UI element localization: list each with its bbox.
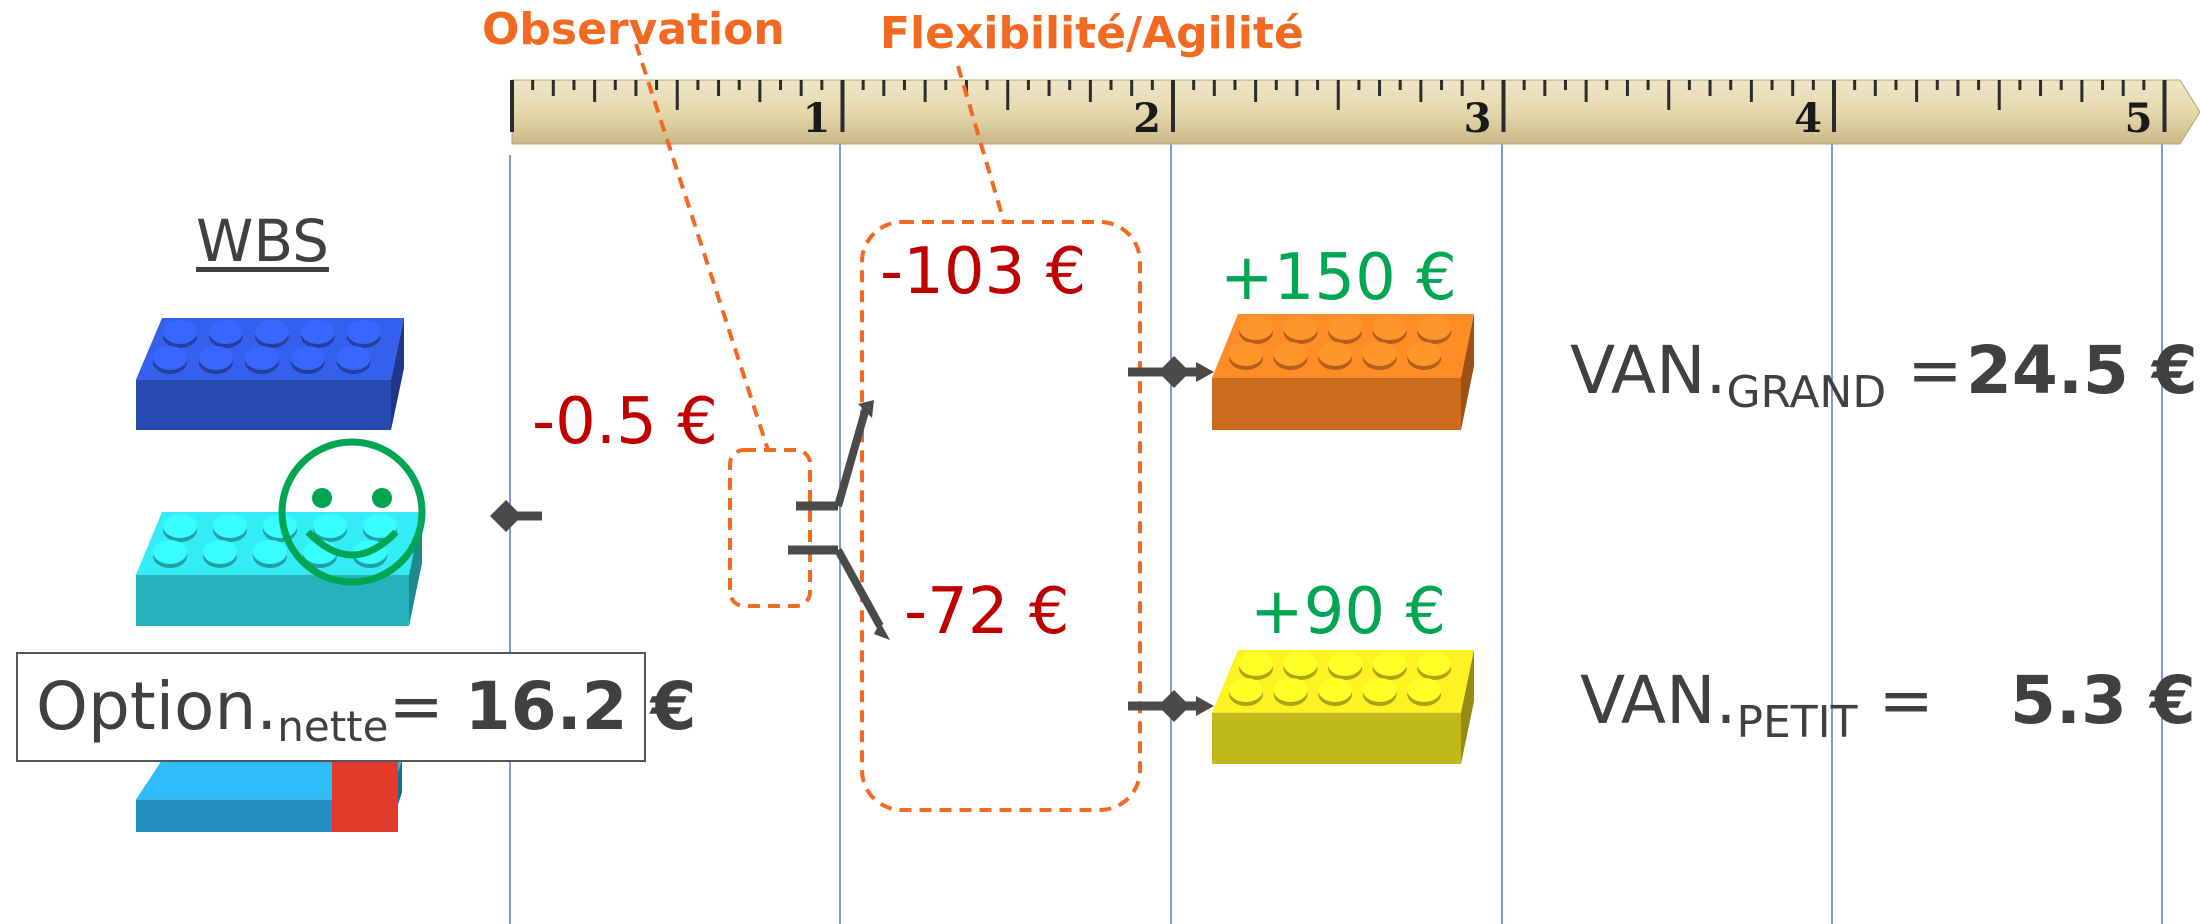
wbs-title: WBS bbox=[196, 207, 329, 275]
flexibility-leader-line bbox=[956, 65, 1006, 223]
ruler-number-2: 2 bbox=[1133, 95, 1161, 142]
up-branch-arrow bbox=[858, 400, 874, 418]
observation-leader-line bbox=[634, 43, 770, 451]
ruler-numbers: 1 2 3 4 5 bbox=[803, 95, 2153, 142]
down-branch-arrow bbox=[874, 622, 890, 640]
red-lego-brick bbox=[332, 760, 398, 832]
yellow-lego-brick bbox=[1212, 650, 1474, 764]
net-option-formula: Option.nette= 16.2 € bbox=[36, 668, 697, 751]
period-grid-lines bbox=[509, 80, 2163, 924]
flexibility-label: Flexibilité/Agilité bbox=[880, 8, 1304, 59]
flexibility-box bbox=[860, 220, 1142, 812]
upper-leaf-arrow bbox=[1196, 362, 1214, 382]
smiley-face-icon bbox=[278, 438, 426, 586]
ruler-number-4: 4 bbox=[1794, 95, 1822, 142]
start-node-diamond bbox=[490, 500, 522, 532]
observation-label: Observation bbox=[482, 4, 785, 55]
van-grand-formula: VAN.GRAND = bbox=[1570, 332, 1963, 418]
large-gain-label: +150 € bbox=[1220, 241, 1457, 315]
cyan-lego-brick bbox=[136, 512, 422, 626]
small-gain-label: +90 € bbox=[1250, 575, 1447, 649]
ruler-ticks bbox=[510, 80, 2167, 132]
measuring-tape-ruler: 1 2 3 4 5 bbox=[510, 79, 2200, 145]
initial-cost-label: -0.5 € bbox=[532, 385, 718, 459]
branch-down-cost-label: -72 € bbox=[904, 575, 1070, 649]
van-petit-value: 5.3 € bbox=[2010, 662, 2196, 739]
lower-leaf-arrow bbox=[1196, 696, 1214, 716]
branch-up-cost-label: -103 € bbox=[880, 235, 1087, 309]
ruler-number-3: 3 bbox=[1464, 95, 1492, 142]
observation-box bbox=[728, 448, 812, 608]
van-grand-value: 24.5 € bbox=[1966, 332, 2198, 409]
blue-lego-brick bbox=[136, 318, 404, 430]
orange-lego-brick bbox=[1212, 314, 1474, 430]
ruler-number-1: 1 bbox=[803, 95, 831, 142]
ruler-number-5: 5 bbox=[2125, 95, 2153, 142]
van-petit-formula: VAN.PETIT = bbox=[1580, 662, 1934, 748]
net-option-box: Option.nette= 16.2 € bbox=[16, 652, 697, 762]
decision-tree bbox=[490, 356, 1214, 722]
